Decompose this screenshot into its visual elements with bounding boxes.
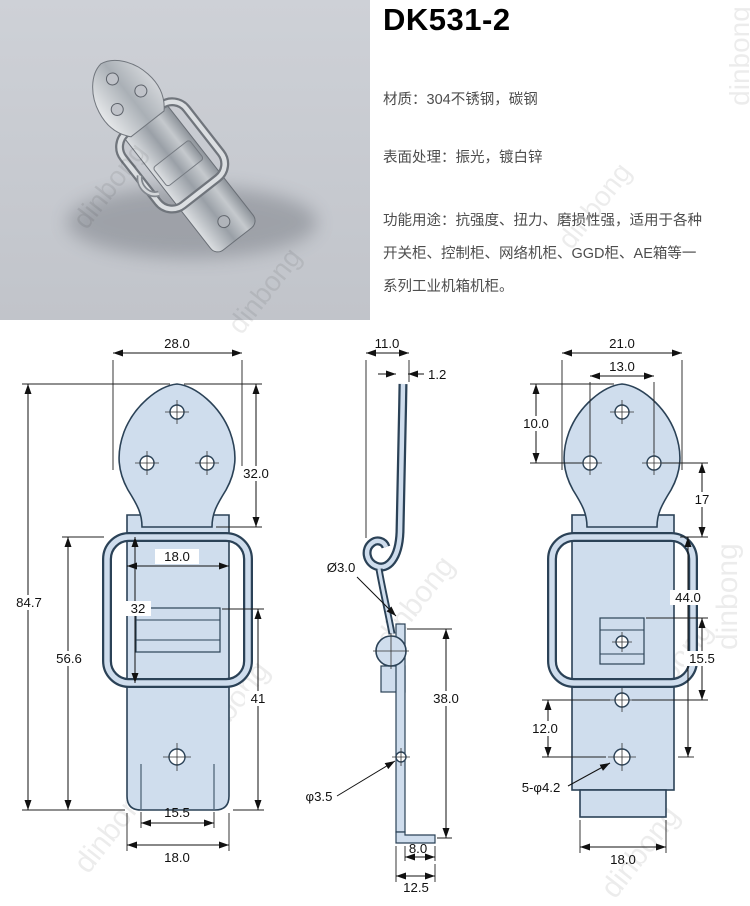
- dim-back-width-top: 21.0: [609, 336, 635, 351]
- front-view: 28.0 32.0 18.0 32 41 84.7 56.6: [11, 336, 274, 865]
- dim-front-bottom-inner: 15.5: [164, 805, 190, 820]
- dim-side-wire-dia: Ø3.0: [327, 560, 356, 575]
- dim-back-hole-spacing: 13.0: [609, 359, 635, 374]
- dim-side-foot-depth: 8.0: [409, 841, 427, 856]
- watermark: dinbong: [723, 6, 750, 106]
- dim-side-hole-dia: φ3.5: [306, 789, 333, 804]
- dim-front-side-height: 56.6: [56, 651, 82, 666]
- spec-function-line1: 功能用途：抗强度、扭力、磨损性强，适用于各种: [383, 213, 702, 229]
- dim-front-plate-height: 32.0: [243, 466, 269, 481]
- watermark: dinbong: [711, 543, 744, 650]
- latch-product: [92, 60, 256, 253]
- back-view: 21.0 13.0 10.0 17 44.0 15.5 12.0: [518, 336, 721, 867]
- dim-side-total-depth: 12.5: [403, 880, 429, 895]
- dim-back-hole-offset: 12.0: [532, 721, 558, 736]
- dim-front-width-top: 28.0: [164, 336, 190, 351]
- dim-front-bail-height: 32: [131, 601, 146, 616]
- page-title: DK531-2: [383, 2, 511, 37]
- spec-surface: 表面处理：振光，镀白锌: [383, 150, 543, 166]
- dim-back-holes-note: 5-φ4.2: [522, 780, 561, 795]
- technical-drawings: dinbong dinbong dinbong dinbong dinbong …: [11, 336, 744, 904]
- spec-material: 材质：304不锈钢，碳钢: [383, 92, 538, 108]
- dim-back-bottom-width: 18.0: [610, 852, 636, 867]
- dim-back-mid-height: 44.0: [675, 590, 701, 605]
- dim-back-top-to-holes: 10.0: [523, 416, 549, 431]
- dim-back-holes-to-neck: 17: [695, 492, 710, 507]
- side-view: 11.0 1.2 Ø3.0 38.0 φ3.5 8.0 12.5: [306, 336, 465, 895]
- dim-side-top-width: 11.0: [375, 336, 400, 351]
- product-photo-area: [0, 0, 370, 320]
- dim-front-bottom-width: 18.0: [164, 850, 190, 865]
- product-photo: [0, 0, 370, 320]
- watermark: dinbong: [551, 156, 638, 255]
- dim-front-lower-height: 41: [251, 691, 266, 706]
- spec-function-line3: 系列工业机箱机柜。: [383, 279, 514, 295]
- dim-back-catch-height: 15.5: [689, 651, 715, 666]
- dim-side-thickness: 1.2: [428, 367, 446, 382]
- dim-front-inner-width: 18.0: [164, 549, 190, 564]
- dim-side-lower-height: 38.0: [433, 691, 459, 706]
- spec-function-line2: 开关柜、控制柜、网络机柜、GGD柜、AE箱等一: [383, 246, 697, 262]
- dim-front-total-height: 84.7: [16, 595, 42, 610]
